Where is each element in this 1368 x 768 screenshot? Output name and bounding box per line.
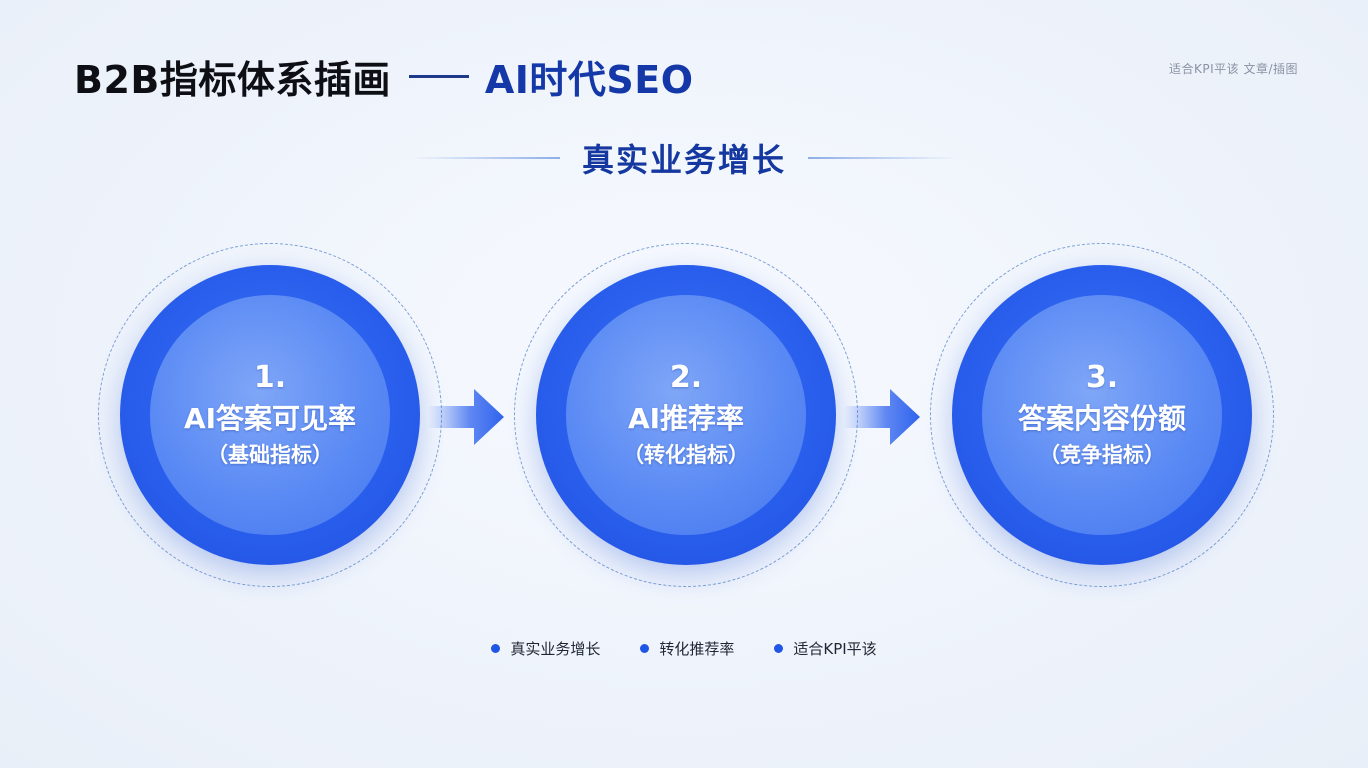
inner-circle bbox=[982, 295, 1222, 535]
legend-dot-icon bbox=[774, 643, 784, 653]
step-label: 答案内容份额 bbox=[1017, 402, 1186, 436]
section-line-right bbox=[808, 157, 958, 159]
section-line-left bbox=[409, 157, 560, 159]
legend-dot-icon bbox=[640, 643, 650, 653]
arrow-right-icon bbox=[428, 389, 504, 445]
step-label: AI答案可见率 bbox=[183, 402, 357, 436]
arrow-right-icon bbox=[844, 389, 920, 445]
step-sublabel: （竞争指标） bbox=[1039, 442, 1165, 467]
step-content: 3. 答案内容份额 （竞争指标） bbox=[982, 295, 1222, 535]
step-sublabel: （基础指标） bbox=[207, 442, 333, 467]
step-number: 3. bbox=[1085, 360, 1119, 396]
title-accent: AI时代SEO bbox=[484, 57, 694, 102]
section-title: 真实业务增长 bbox=[581, 141, 786, 179]
legend-label: 转化推荐率 bbox=[659, 639, 735, 658]
legend-label: 真实业务增长 bbox=[510, 639, 601, 658]
legend-dot-icon bbox=[491, 643, 501, 653]
corner-note: 适合KPI平该 文章/插图 bbox=[1168, 62, 1298, 76]
legend-item: 转化推荐率 bbox=[640, 638, 734, 659]
legend-label: 适合KPI平该 bbox=[793, 639, 877, 658]
step-content: 1. AI答案可见率 （基础指标） bbox=[150, 295, 390, 535]
inner-circle bbox=[150, 295, 390, 535]
step-number: 1. bbox=[253, 360, 287, 396]
page-title: B2B指标体系插画 AI时代SEO bbox=[74, 46, 694, 106]
dashed-ring bbox=[930, 243, 1274, 587]
legend: 真实业务增长 转化推荐率 适合KPI平该 bbox=[0, 636, 1368, 660]
step-number: 2. bbox=[669, 360, 703, 396]
section-heading: 真实业务增长 bbox=[0, 132, 1368, 184]
legend-item: 真实业务增长 bbox=[491, 638, 600, 659]
title-dash-divider bbox=[408, 74, 469, 78]
legend-item: 适合KPI平该 bbox=[774, 638, 877, 659]
step-2-circle: 2. AI推荐率 （转化指标） bbox=[514, 243, 858, 587]
step-1-circle: 1. AI答案可见率 （基础指标） bbox=[98, 243, 442, 587]
step-label: AI推荐率 bbox=[627, 402, 745, 436]
step-sublabel: （转化指标） bbox=[623, 442, 749, 467]
title-main: B2B指标体系插画 bbox=[74, 57, 391, 102]
inner-circle bbox=[566, 295, 806, 535]
step-3-circle: 3. 答案内容份额 （竞争指标） bbox=[930, 243, 1274, 587]
step-content: 2. AI推荐率 （转化指标） bbox=[566, 295, 806, 535]
